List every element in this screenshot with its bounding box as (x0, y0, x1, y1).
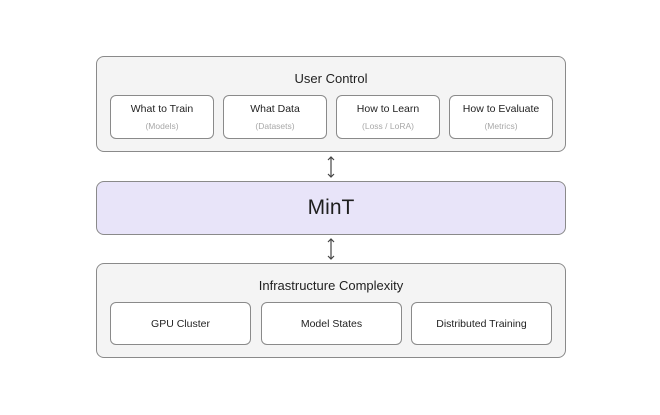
what-to-train-box: What to Train (Models) (110, 95, 214, 139)
infrastructure-panel: Infrastructure Complexity GPU Cluster Mo… (96, 263, 566, 358)
how-to-evaluate-label: How to Evaluate (462, 103, 540, 115)
user-control-title: User Control (294, 71, 368, 86)
what-to-train-label: What to Train (130, 103, 194, 115)
model-states-box: Model States (261, 302, 402, 345)
how-to-evaluate-box: How to Evaluate (Metrics) (449, 95, 553, 139)
infrastructure-title: Infrastructure Complexity (258, 278, 404, 293)
how-to-learn-box: How to Learn (Loss / LoRA) (336, 95, 440, 139)
mint-core-panel: MinT (96, 181, 566, 235)
what-data-label: What Data (250, 103, 300, 115)
distributed-training-label: Distributed Training (436, 317, 527, 330)
user-control-panel: User Control What to Train (Models) What… (96, 56, 566, 152)
gpu-cluster-box: GPU Cluster (110, 302, 251, 345)
mint-label: MinT (307, 196, 355, 219)
how-to-learn-sublabel: (Loss / LoRA) (362, 121, 414, 131)
what-to-train-sublabel: (Models) (145, 121, 179, 131)
what-data-sublabel: (Datasets) (255, 121, 295, 131)
gpu-cluster-label: GPU Cluster (151, 317, 210, 330)
model-states-label: Model States (300, 317, 363, 330)
double-arrow-vertical-icon (327, 238, 335, 260)
double-arrow-vertical-icon (327, 156, 335, 178)
how-to-evaluate-sublabel: (Metrics) (484, 121, 518, 131)
distributed-training-box: Distributed Training (411, 302, 552, 345)
how-to-learn-label: How to Learn (356, 103, 420, 115)
what-data-box: What Data (Datasets) (223, 95, 327, 139)
